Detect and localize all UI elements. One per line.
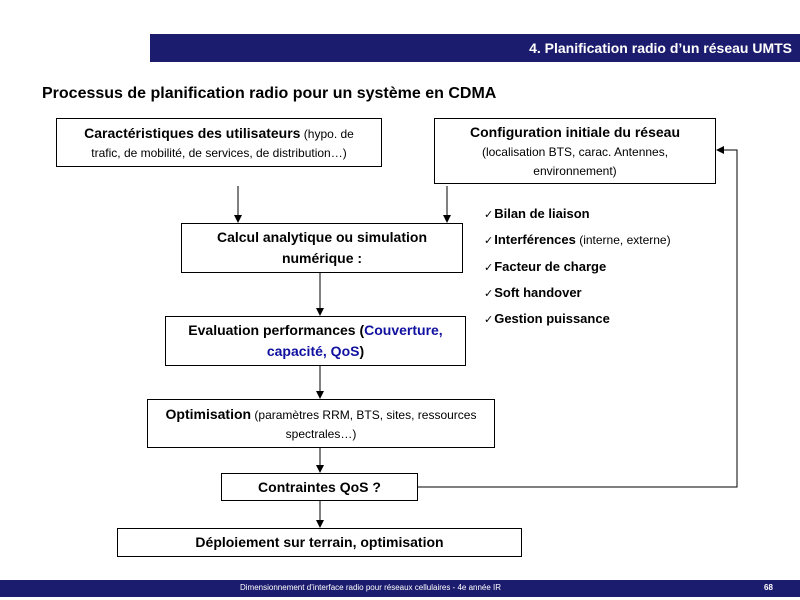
box-qos-constraints: Contraintes QoS ? <box>221 473 418 501</box>
page-number: 68 <box>764 583 773 592</box>
config-main: Configuration initiale du réseau <box>469 123 681 140</box>
header-bar: 4. Planification radio d’un réseau UMTS <box>150 34 800 62</box>
deploy-label: Déploiement sur terrain, optimisation <box>195 534 444 550</box>
checklist-item: ✓Gestion puissance <box>484 311 610 327</box>
optim-sub1: (paramètres RRM, BTS, sites, ressources <box>251 407 477 422</box>
box-initial-configuration: Configuration initiale du réseau (locali… <box>434 118 716 184</box>
header-title: 4. Planification radio d’un réseau UMTS <box>529 40 792 56</box>
users-sub1: (hypo. de <box>300 126 354 141</box>
eval-highlight-1: Couverture, <box>364 322 443 338</box>
checklist-item: ✓Bilan de liaison <box>484 206 590 221</box>
calc-line1: Calcul analytique ou simulation <box>216 229 428 245</box>
users-sub2: trafic, de mobilité, de services, de dis… <box>91 145 347 160</box>
checkmark-icon: ✓ <box>484 260 494 274</box>
qos-label: Contraintes QoS ? <box>258 478 381 495</box>
config-sub1: (localisation BTS, carac. Antennes, <box>481 144 669 159</box>
config-sub2: environnement) <box>533 163 617 178</box>
calculation-checklist: ✓Bilan de liaison ✓Interférences (intern… <box>484 205 671 336</box>
checklist-item: ✓Soft handover <box>484 284 582 300</box>
footer-text: Dimensionnement d’interface radio pour r… <box>240 583 502 592</box>
eval-close: ) <box>359 343 365 359</box>
box-performance-evaluation: Evaluation performances (Couverture, cap… <box>165 316 466 366</box>
eval-highlight-2: capacité, QoS <box>266 343 360 359</box>
calc-line2: numérique : <box>281 250 363 266</box>
checklist-item: ✓Facteur de charge <box>484 258 607 274</box>
eval-main: Evaluation performances ( <box>188 322 365 338</box>
box-deployment: Déploiement sur terrain, optimisation <box>117 528 522 557</box>
optim-sub2: spectrales…) <box>285 426 357 441</box>
checkmark-icon: ✓ <box>484 208 494 221</box>
users-main: Caractéristiques des utilisateurs <box>84 124 301 141</box>
checkmark-icon: ✓ <box>484 234 494 248</box>
footer-bar: Dimensionnement d’interface radio pour r… <box>0 580 800 597</box>
box-user-characteristics: Caractéristiques des utilisateurs (hypo.… <box>56 118 382 167</box>
box-optimisation: Optimisation (paramètres RRM, BTS, sites… <box>147 399 495 448</box>
checkmark-icon: ✓ <box>484 286 494 300</box>
checkmark-icon: ✓ <box>484 313 494 327</box>
slide-title: Processus de planification radio pour un… <box>42 85 497 102</box>
checklist-item: ✓Interférences (interne, externe) <box>484 232 671 248</box>
box-analytic-calculation: Calcul analytique ou simulation numériqu… <box>181 223 463 273</box>
optim-main: Optimisation <box>165 405 252 422</box>
